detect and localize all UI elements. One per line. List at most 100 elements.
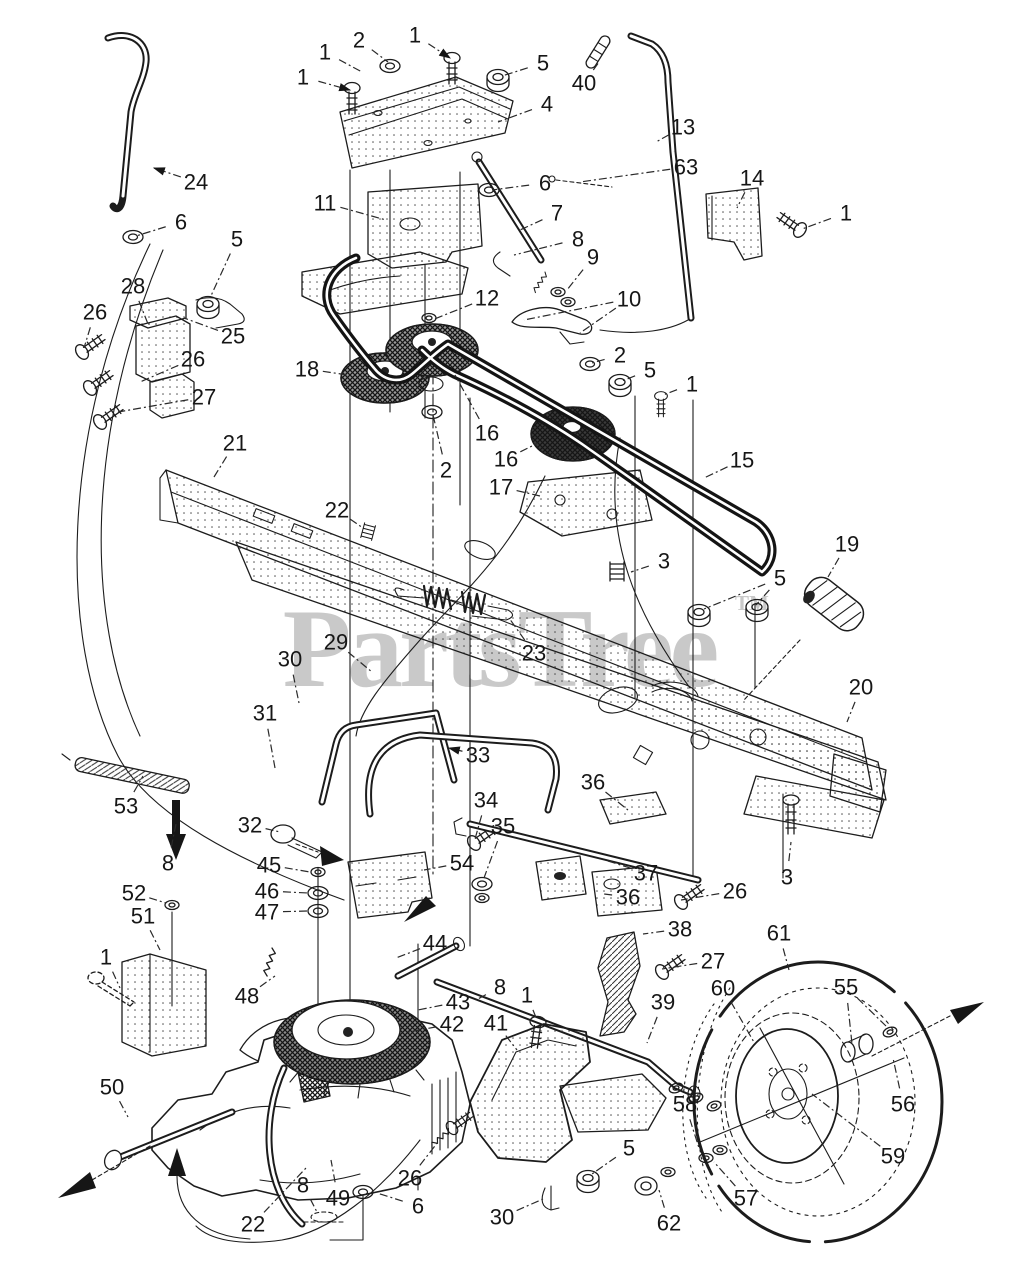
part-number: 27: [192, 385, 216, 410]
callout-leader-line: [827, 557, 840, 578]
part-number-callout: 21: [213, 431, 247, 478]
callout-leader-line: [857, 997, 887, 1027]
part-number: 15: [730, 448, 754, 473]
part-number-callout: 56: [891, 1057, 915, 1117]
callout-leader-line: [661, 962, 698, 970]
part-number-callout: 5: [703, 566, 786, 610]
callout-leader-line: [330, 1159, 336, 1183]
part-number-callout: 26: [398, 1141, 439, 1191]
part-number: 11: [314, 191, 337, 216]
part-number-callout: 46: [255, 879, 309, 904]
part-number-callout: 63: [579, 155, 698, 183]
diagram-line-art: [58, 32, 984, 1244]
part-number: 14: [740, 166, 764, 191]
part-number: 2: [440, 458, 452, 483]
part-number: 8: [494, 975, 506, 1000]
cotter-pin-40: [585, 35, 611, 69]
part-number: 36: [581, 770, 605, 795]
part-number: 47: [255, 900, 279, 925]
callout-leader-line: [736, 192, 746, 209]
part-number-callout: 15: [703, 448, 754, 479]
callout-leader-line: [846, 701, 856, 723]
part-number-callout: 22: [325, 498, 364, 529]
part-number-callout: 26: [139, 347, 205, 383]
callout-leader-line: [483, 840, 499, 879]
callout-leader-line: [340, 206, 387, 221]
part-number-callout: 20: [846, 675, 873, 723]
lift-lever-33: [318, 709, 560, 818]
callout-leader-line: [117, 399, 189, 413]
callout-leader-line: [592, 61, 600, 71]
part-number-callout: 25: [183, 317, 245, 349]
part-number-callout: 45: [257, 853, 311, 878]
callout-leader-line: [347, 651, 373, 673]
part-number: 36: [616, 885, 640, 910]
callout-leader-line: [170, 823, 177, 848]
callout-leader-line: [282, 910, 309, 913]
part-number: 26: [83, 300, 107, 325]
spring-rod-53: [74, 756, 190, 794]
part-number: 16: [475, 421, 499, 446]
callout-leader-line: [508, 617, 526, 641]
part-number: 45: [257, 853, 281, 878]
part-number: 5: [774, 566, 786, 591]
part-number-callout: 54: [423, 851, 474, 876]
part-number-callout: 58: [673, 1092, 700, 1149]
callout-leader-line: [703, 583, 766, 610]
part-number: 51: [131, 904, 155, 929]
callout-leader-line: [497, 108, 533, 123]
part-number: 56: [891, 1092, 915, 1117]
callout-leader-line: [782, 948, 790, 971]
part-number: 57: [734, 1186, 758, 1211]
part-number: 12: [475, 286, 499, 311]
part-number: 37: [634, 861, 658, 886]
part-number: 30: [278, 647, 302, 672]
part-number-callout: 8: [162, 823, 177, 876]
callout-leader-line: [475, 994, 487, 1001]
part-number-callout: 37: [607, 860, 658, 886]
part-number: 34: [474, 788, 498, 813]
frame-rail-near: [235, 541, 887, 839]
callout-leader-line: [376, 1192, 403, 1202]
part-number-callout: 53: [114, 775, 144, 819]
assembly-direction-arrow: [320, 846, 344, 866]
callout-leader-line: [149, 897, 167, 904]
callout-leader-line: [579, 307, 617, 334]
callout-leader-line: [755, 589, 770, 606]
callout-leader-line: [532, 1009, 538, 1021]
callout-leader-line: [432, 414, 443, 455]
part-number-callout: 29: [324, 630, 373, 673]
callout-leader-line: [630, 565, 650, 573]
part-number-callout: 44: [395, 931, 447, 959]
part-number-callout: 31: [253, 701, 277, 769]
anchor-bracket-54: [347, 851, 433, 919]
callout-leader-line: [607, 860, 631, 869]
part-number-callout: 27: [117, 385, 216, 413]
spacer-44: [394, 936, 466, 980]
part-number-callout: 13: [655, 115, 695, 143]
callout-leader-line: [265, 828, 281, 833]
part-number: 27: [701, 949, 725, 974]
callout-leader-line: [447, 746, 463, 755]
part-number: 3: [658, 549, 670, 574]
part-number: 33: [466, 743, 490, 768]
part-number-callout: 1: [801, 201, 852, 230]
part-number-callout: 6: [491, 171, 551, 196]
part-number-callout: 23: [508, 617, 546, 666]
part-number: 38: [668, 917, 692, 942]
part-number: 41: [484, 1011, 508, 1036]
part-number: 1: [319, 40, 331, 65]
part-number: 52: [122, 881, 146, 906]
callout-leader-line: [621, 375, 636, 382]
callout-leader-line: [658, 1189, 665, 1208]
part-number-callout: 17: [489, 475, 541, 500]
part-number: 4: [541, 92, 553, 117]
part-number: 25: [221, 324, 245, 349]
part-number-callout: 30: [278, 647, 302, 704]
part-number-callout: 27: [661, 949, 725, 974]
part-number-callout: 51: [131, 904, 161, 951]
callout-leader-line: [139, 364, 179, 383]
part-number-callout: 50: [100, 1075, 129, 1118]
callout-leader-line: [338, 59, 363, 73]
part-number-callout: 16: [494, 442, 539, 472]
